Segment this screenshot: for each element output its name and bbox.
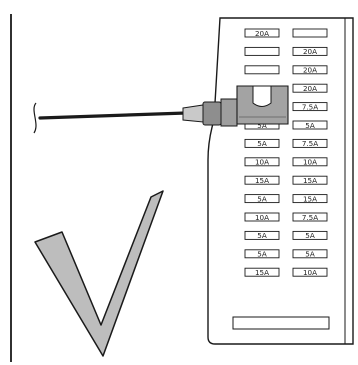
fuse-rating-label: 5A — [305, 121, 315, 130]
fuse-test-probe — [182, 85, 289, 127]
probe-neck — [182, 104, 204, 123]
fuse-slot-left — [244, 175, 280, 185]
fuse-slot-left — [244, 249, 280, 259]
fuse-slot-right — [292, 138, 328, 148]
fuse-slot-right — [292, 194, 328, 204]
fuse-rating-label: 7.5A — [302, 213, 318, 222]
fuse-rating-label: 5A — [305, 250, 315, 259]
fuse-grid: 20A 20A 20A 20A 7.5A 5A 5A 5A 7.5A 10A 10A 15A 15A 5A… — [244, 28, 328, 277]
fuse-rating-label: 15A — [303, 194, 317, 203]
fuse-slot-right — [292, 157, 328, 167]
fuse-panel-housing — [207, 17, 354, 345]
fuse-slot-left — [244, 28, 280, 38]
fuse-rating-label: 20A — [303, 66, 317, 75]
fuse-rating-label: 15A — [303, 176, 317, 185]
fuse-rating-label: 7.5A — [302, 102, 318, 111]
fuse-slot-right — [292, 102, 328, 112]
fuse-rating-label: 5A — [257, 121, 267, 130]
fuse-slot-left — [244, 212, 280, 222]
fuse-rating-label: 5A — [305, 231, 315, 240]
probe-collar — [202, 101, 222, 126]
fuse-slot-right — [292, 249, 328, 259]
fuse-slot-left — [244, 194, 280, 204]
fuse-slot-left — [244, 46, 280, 56]
fuse-slot-right — [292, 83, 328, 93]
fuse-rating-label: 5A — [257, 194, 267, 203]
fuse-slot-left — [244, 267, 280, 277]
panel-bottom-slot — [232, 316, 330, 330]
fuse-slot-right — [292, 28, 328, 38]
fuse-rating-label: 10A — [255, 213, 269, 222]
fuse-rating-label: 15A — [255, 176, 269, 185]
fuse-slot-left — [244, 138, 280, 148]
fuse-slot-right — [292, 46, 328, 56]
fuse-rating-label: 5A — [257, 231, 267, 240]
fuse-rating-label: 10A — [303, 158, 317, 167]
fuse-rating-label: 10A — [303, 268, 317, 277]
fuse-slot-right — [292, 65, 328, 75]
fuse-rating-label: 10A — [255, 158, 269, 167]
fuse-slot-left — [244, 157, 280, 167]
fuse-rating-label: 20A — [303, 47, 317, 56]
probe-cable — [38, 111, 188, 120]
cable-break-mark — [33, 102, 37, 134]
check-mark-icon — [34, 190, 164, 357]
fuse-rating-label: 5A — [257, 139, 267, 148]
fuse-rating-label: 20A — [303, 84, 317, 93]
probe-grip — [220, 98, 238, 127]
fuse-slot-right — [292, 267, 328, 277]
fuse-slot-right — [292, 120, 328, 130]
fuse-rating-label: 15A — [255, 268, 269, 277]
puller-jaw-slot — [252, 85, 272, 107]
fuse-slot-left — [244, 65, 280, 75]
fuse-slot-right — [292, 230, 328, 240]
fuse-slot-left — [244, 230, 280, 240]
fuse-rating-label: 20A — [255, 29, 269, 38]
fuse-rating-label: 5A — [257, 250, 267, 259]
fuse-slot-right — [292, 175, 328, 185]
fuse-slot-right — [292, 212, 328, 222]
fuse-rating-label: 7.5A — [302, 139, 318, 148]
